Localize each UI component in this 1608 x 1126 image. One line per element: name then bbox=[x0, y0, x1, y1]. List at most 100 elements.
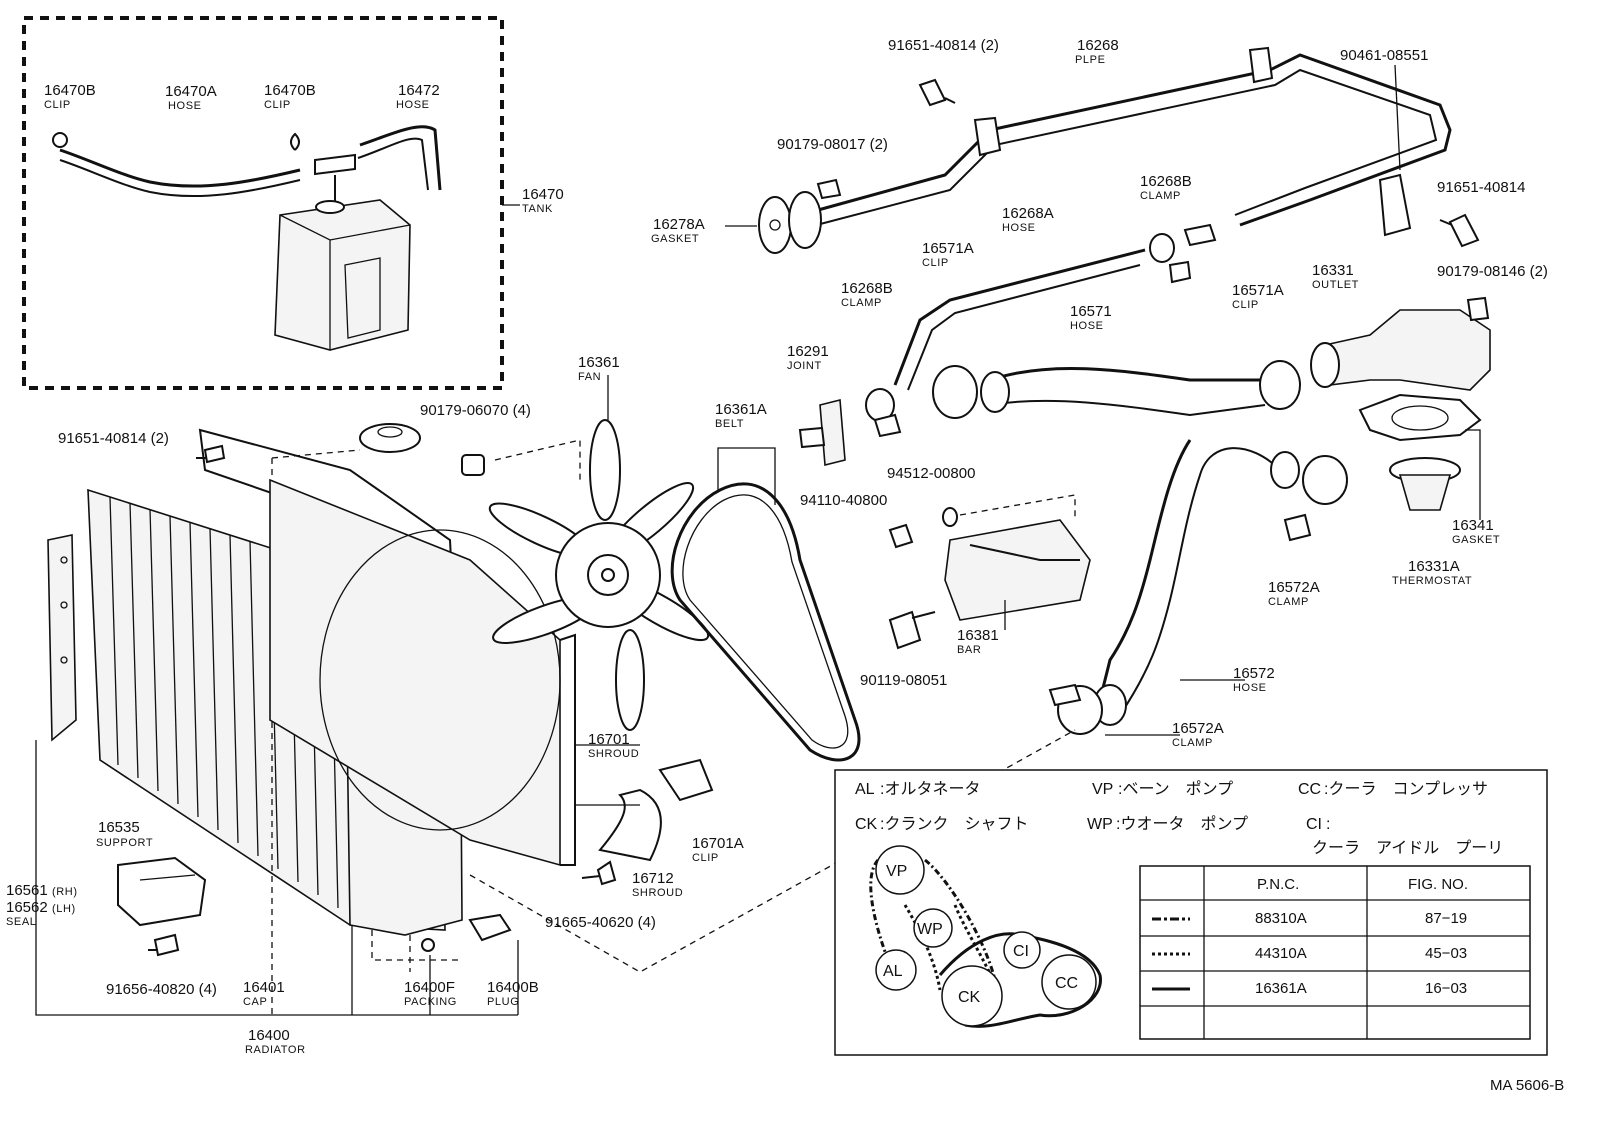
table-pnc-2: 44310A bbox=[1255, 945, 1307, 962]
table-fig-1: 87−19 bbox=[1425, 910, 1467, 927]
seal-hole-1 bbox=[60, 556, 68, 564]
thermostat-body bbox=[1398, 474, 1452, 511]
clamp-16572a-upper bbox=[1302, 455, 1348, 505]
diagram-id: MA 5606-B bbox=[1490, 1077, 1564, 1094]
hose-16470a bbox=[59, 148, 301, 188]
label-nm-16400f: PACKING bbox=[404, 996, 457, 1008]
label-nm-16470: TANK bbox=[522, 203, 553, 215]
support-bracket-fold bbox=[139, 874, 196, 881]
label-pn-16331: 16331 bbox=[1312, 262, 1354, 279]
label-nm-16278a: GASKET bbox=[651, 233, 699, 245]
radiator-cap-top bbox=[377, 426, 403, 438]
pulley-vp bbox=[875, 845, 925, 895]
pulley-ci bbox=[1003, 931, 1041, 969]
label-pn-16341: 16341 bbox=[1452, 517, 1494, 534]
leader-shroud bbox=[575, 744, 640, 806]
label-nm-16268: PLPE bbox=[1075, 54, 1106, 66]
label-pn-16268b-upper: 16268B bbox=[1140, 173, 1192, 190]
label-nm-16701: SHROUD bbox=[588, 748, 639, 760]
label-nm-16470a: HOSE bbox=[168, 100, 202, 112]
label-pn-16381: 16381 bbox=[957, 627, 999, 644]
pulley-cc bbox=[1041, 954, 1097, 1010]
radiator-cap bbox=[359, 423, 421, 453]
legend-text-ck: :クランク シャフト bbox=[880, 815, 1028, 833]
label-pn-16291: 16291 bbox=[787, 343, 829, 360]
outlet-neck bbox=[1310, 342, 1340, 388]
legend-code-vp: VP bbox=[1092, 781, 1113, 798]
legend-code-ck: CK bbox=[855, 816, 878, 833]
table-fig-3: 16−03 bbox=[1425, 980, 1467, 997]
label-pn-16268a: 16268A bbox=[1002, 205, 1054, 222]
label-pn-16572: 16572 bbox=[1233, 665, 1275, 682]
legend-box: AL :オルタネータ VP :ベーン ポンプ CC :クーラ コンプレッサ CK… bbox=[834, 769, 1548, 1056]
joint-nut bbox=[798, 426, 826, 449]
label-nm-16472: HOSE bbox=[396, 99, 430, 111]
bolt-90119 bbox=[888, 610, 936, 650]
clamp-screw bbox=[1168, 260, 1192, 284]
label-nm-16571a-left: CLIP bbox=[922, 257, 949, 269]
legend-text-wp: :ウオータ ポンプ bbox=[1116, 815, 1248, 833]
label-nm-16291: JOINT bbox=[787, 360, 822, 372]
label-pn-16401: 16401 bbox=[243, 979, 285, 996]
drain-dashes bbox=[371, 930, 460, 972]
fan-16361 bbox=[488, 419, 710, 731]
route-solid bbox=[938, 932, 1102, 1028]
clip-16571a-left bbox=[932, 365, 978, 419]
pulley-wp bbox=[913, 908, 953, 948]
bar-16381 bbox=[944, 519, 1091, 621]
label-nm-16400b: PLUG bbox=[487, 996, 519, 1008]
legend-text-vp: :ベーン ポンプ bbox=[1118, 780, 1233, 798]
pipe-bracket-1 bbox=[973, 116, 1002, 157]
label-pn-90461: 90461-08551 bbox=[1340, 47, 1428, 64]
label-nm-16361a: BELT bbox=[715, 418, 744, 430]
shroud-16712 bbox=[598, 788, 662, 862]
legend-code-wp: WP bbox=[1087, 816, 1113, 833]
label-nm-16572a-lower: CLAMP bbox=[1172, 737, 1213, 749]
pulley-label-ck: CK bbox=[958, 989, 981, 1006]
pipe-end-fitting bbox=[1183, 223, 1217, 247]
label-nm-16712: SHROUD bbox=[632, 887, 683, 899]
legend-text-cc: :クーラ コンプレッサ bbox=[1324, 780, 1488, 798]
legend-text-al: :オルタネータ bbox=[880, 780, 980, 798]
clamp-lower-screw-2 bbox=[1048, 683, 1082, 707]
label-pn-90179-08017: 90179-08017 (2) bbox=[777, 136, 888, 153]
pipe-flange bbox=[788, 191, 822, 249]
clip-16470b-left bbox=[52, 132, 68, 148]
label-nm-16571: HOSE bbox=[1070, 320, 1104, 332]
table-pnc-3: 16361A bbox=[1255, 980, 1307, 997]
table-pnc-1: 88310A bbox=[1255, 910, 1307, 927]
label-nm-16400: RADIATOR bbox=[245, 1044, 306, 1056]
belt-16361a bbox=[670, 482, 861, 762]
label-pn-16331a: 16331A bbox=[1408, 558, 1460, 575]
clip-16470b-right bbox=[290, 132, 300, 151]
label-seal-line1-side: (RH) bbox=[52, 886, 78, 898]
joint-16291 bbox=[819, 398, 846, 467]
label-pn-16571a-right: 16571A bbox=[1232, 282, 1284, 299]
label-pn-91651-right: 91651-40814 bbox=[1437, 179, 1525, 196]
legend-code-ci: CI bbox=[1306, 816, 1322, 833]
nut-90179-06070 bbox=[461, 454, 485, 476]
hose-16572 bbox=[1098, 439, 1192, 701]
clip-16571a-right bbox=[1259, 360, 1301, 410]
label-pn-16400: 16400 bbox=[248, 1027, 290, 1044]
gasket-16278a bbox=[758, 196, 792, 254]
label-nm-16268b-lower: CLAMP bbox=[841, 297, 882, 309]
bracket-90461 bbox=[1378, 173, 1412, 237]
clip-16701a bbox=[658, 758, 714, 802]
label-seal-name: SEAL bbox=[6, 916, 37, 928]
fan-bolt-dash bbox=[494, 439, 581, 480]
clamp-16572a-screw bbox=[1283, 513, 1312, 542]
label-pn-16535: 16535 bbox=[98, 819, 140, 836]
leader-belt bbox=[717, 447, 776, 505]
pulley-label-ci: CI bbox=[1013, 943, 1029, 960]
label-pn-16472: 16472 bbox=[398, 82, 440, 99]
label-seal-line2-side: (LH) bbox=[52, 903, 76, 915]
shroud-opening bbox=[319, 529, 561, 831]
tank-cap-fitting bbox=[314, 153, 356, 176]
label-pn-16361: 16361 bbox=[578, 354, 620, 371]
pipe-group bbox=[725, 46, 1491, 736]
label-pn-16361a: 16361A bbox=[715, 401, 767, 418]
shroud-fan-belt bbox=[269, 375, 861, 867]
shroud-flange bbox=[559, 633, 576, 866]
